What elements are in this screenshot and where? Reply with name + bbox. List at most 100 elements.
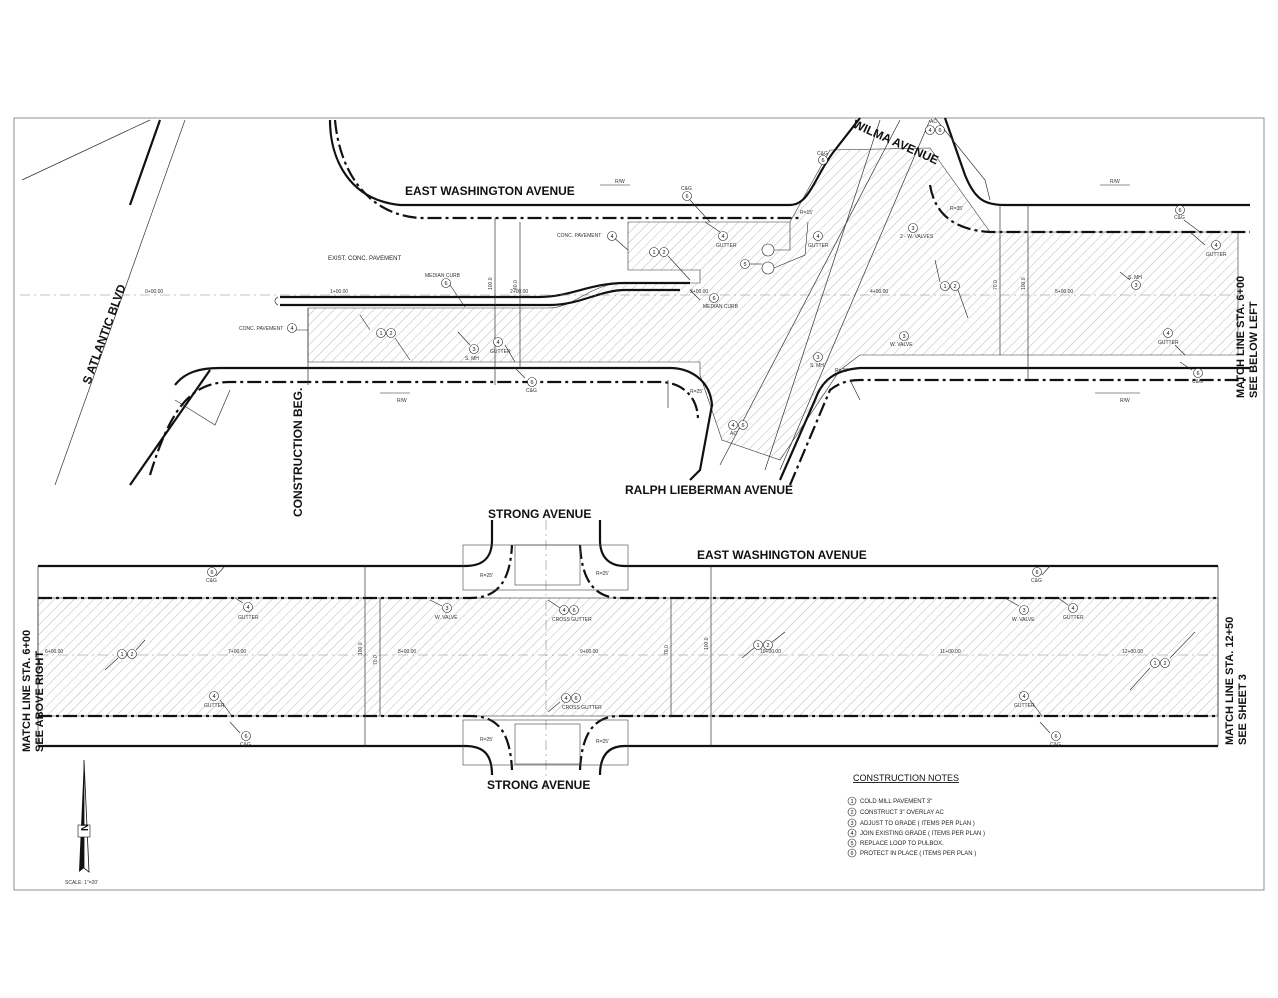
dim-70-bottom-a: 70.0 <box>373 655 379 665</box>
note-item: 3 ADJUST TO GRADE ( ITEMS PER PLAN ) <box>847 818 975 828</box>
cross-gutter-label-a: CROSS GUTTER <box>552 617 592 623</box>
svg-text:3: 3 <box>902 334 905 340</box>
cg-label-h: C&G <box>240 742 251 748</box>
gutter-label-a: GUTTER <box>716 243 737 249</box>
sta-4: 4+00.00 <box>870 289 888 295</box>
radius-15: R=15' <box>800 210 813 216</box>
w-valve-label-c: W. VALVE <box>1012 617 1035 623</box>
note-num: 1 <box>850 799 853 805</box>
note-text: CONSTRUCT 3" OVERLAY AC <box>860 810 944 816</box>
note-text: COLD MILL PAVEMENT 3" <box>860 799 932 805</box>
sta-0: 0+00.00 <box>145 289 163 295</box>
cg-label-e: C&G <box>1192 379 1203 385</box>
gutter-label-b: GUTTER <box>808 243 829 249</box>
svg-text:3: 3 <box>911 226 914 232</box>
street-s-atlantic: S ATLANTIC BLVD <box>80 282 129 386</box>
radius-25-a: R=25' <box>690 389 703 395</box>
radius-25-f: R=25' <box>596 739 609 745</box>
sta-3: 3+00.00 <box>690 289 708 295</box>
note-item: 5 REPLACE LOOP TO PULBOX. <box>847 838 944 848</box>
gutter-label-f: GUTTER <box>238 615 259 621</box>
sta-12: 12+00.00 <box>1122 649 1143 655</box>
cg-label-f: C&G <box>206 578 217 584</box>
svg-text:6: 6 <box>1054 734 1057 740</box>
sta-2: 2+00.00 <box>510 289 528 295</box>
street-ralph-lieberman: RALPH LIEBERMAN AVENUE <box>625 483 793 497</box>
match-line-bottom-left-2: SEE ABOVE RIGHT <box>34 651 46 752</box>
note-num: 2 <box>850 810 853 816</box>
gutter-label-d: GUTTER <box>490 349 511 355</box>
street-strong-top: STRONG AVENUE <box>488 507 591 521</box>
radius-35: R=35' <box>950 206 963 212</box>
svg-text:4: 4 <box>1071 606 1074 612</box>
note-item: 4 JOIN EXISTING GRADE ( ITEMS PER PLAN ) <box>847 828 985 838</box>
note-text: ADJUST TO GRADE ( ITEMS PER PLAN ) <box>860 821 975 827</box>
construction-beg-label: CONSTRUCTION BEG. <box>291 388 305 517</box>
smh-label-b: S. MH <box>465 356 479 362</box>
match-line-top-1: MATCH LINE STA. 6+00 <box>1235 276 1247 398</box>
median-curb-label-2: MEDIAN CURB <box>703 304 739 310</box>
sta-8: 8+00.00 <box>398 649 416 655</box>
svg-text:4: 4 <box>1022 694 1025 700</box>
smh-label-a: S. MH <box>1128 275 1142 281</box>
svg-text:4: 4 <box>562 608 565 614</box>
svg-text:3: 3 <box>1134 283 1137 289</box>
svg-text:1: 1 <box>379 331 382 337</box>
street-east-washington-bottom: EAST WASHINGTON AVENUE <box>697 548 867 562</box>
notes-title: CONSTRUCTION NOTES <box>853 773 959 783</box>
svg-text:6: 6 <box>1196 371 1199 377</box>
svg-text:4: 4 <box>1214 243 1217 249</box>
svg-text:6: 6 <box>574 696 577 702</box>
sta-9: 9+00.00 <box>580 649 598 655</box>
note-text: JOIN EXISTING GRADE ( ITEMS PER PLAN ) <box>860 831 985 837</box>
ac-label-bottom: AC <box>730 431 737 437</box>
ac-label-top: AC <box>930 119 937 125</box>
w-valve-label-b: W. VALVE <box>435 615 458 621</box>
exist-conc-pavement-label: EXIST. CONC. PAVEMENT <box>328 256 401 262</box>
svg-text:1: 1 <box>756 643 759 649</box>
dim-100-bottom-b: 100.0 <box>704 637 710 650</box>
callouts-top: 6 C&G 6 C&G 4 6 AC 4 1 2 6 6 4 GUTTER 4 … <box>287 119 1227 437</box>
north-label: N <box>80 824 91 831</box>
svg-text:4: 4 <box>212 694 215 700</box>
svg-text:1: 1 <box>943 284 946 290</box>
note-num: 4 <box>850 831 853 837</box>
svg-text:2: 2 <box>953 284 956 290</box>
cg-label-i: C&G <box>1050 742 1061 748</box>
gutter-label-h: GUTTER <box>204 703 225 709</box>
svg-text:2: 2 <box>389 331 392 337</box>
svg-text:4: 4 <box>496 340 499 346</box>
sheet-border <box>13 117 1265 891</box>
svg-text:4: 4 <box>290 326 293 332</box>
cg-label-d: C&G <box>526 388 537 394</box>
svg-text:6: 6 <box>572 608 575 614</box>
rw-label-4: R/W <box>1120 398 1130 404</box>
rw-label-1: R/W <box>615 179 625 185</box>
svg-text:4: 4 <box>564 696 567 702</box>
sta-6: 6+00.00 <box>45 649 63 655</box>
match-line-top-2: SEE BELOW LEFT <box>1248 301 1260 398</box>
cross-gutter-label-b: CROSS GUTTER <box>562 705 602 711</box>
svg-text:6: 6 <box>1035 570 1038 576</box>
w-valve-label-a: W. VALVE <box>890 342 913 348</box>
cg-label-a: C&G <box>681 186 692 192</box>
match-line-bottom-left-1: MATCH LINE STA. 6+00 <box>21 630 33 752</box>
svg-text:6: 6 <box>685 194 688 200</box>
street-strong-bottom: STRONG AVENUE <box>487 778 590 792</box>
svg-text:5: 5 <box>743 262 746 268</box>
construction-notes: CONSTRUCTION NOTES 1 COLD MILL PAVEMENT … <box>847 773 985 858</box>
svg-text:4: 4 <box>731 423 734 429</box>
svg-text:4: 4 <box>610 234 613 240</box>
sta-1: 1+00.00 <box>330 289 348 295</box>
svg-text:4: 4 <box>1166 331 1169 337</box>
top-plan: 100.0 40.0 70.0 100.0 0+00.00 1+00.00 2+… <box>20 117 1260 517</box>
svg-text:2: 2 <box>662 250 665 256</box>
gutter-label-e: GUTTER <box>1158 340 1179 346</box>
sta-5: 5+00.00 <box>1055 289 1073 295</box>
svg-text:2: 2 <box>130 652 133 658</box>
note-num: 5 <box>850 841 853 847</box>
svg-text:6: 6 <box>1178 208 1181 214</box>
svg-text:6: 6 <box>821 158 824 164</box>
svg-text:6: 6 <box>244 734 247 740</box>
svg-text:6: 6 <box>741 423 744 429</box>
